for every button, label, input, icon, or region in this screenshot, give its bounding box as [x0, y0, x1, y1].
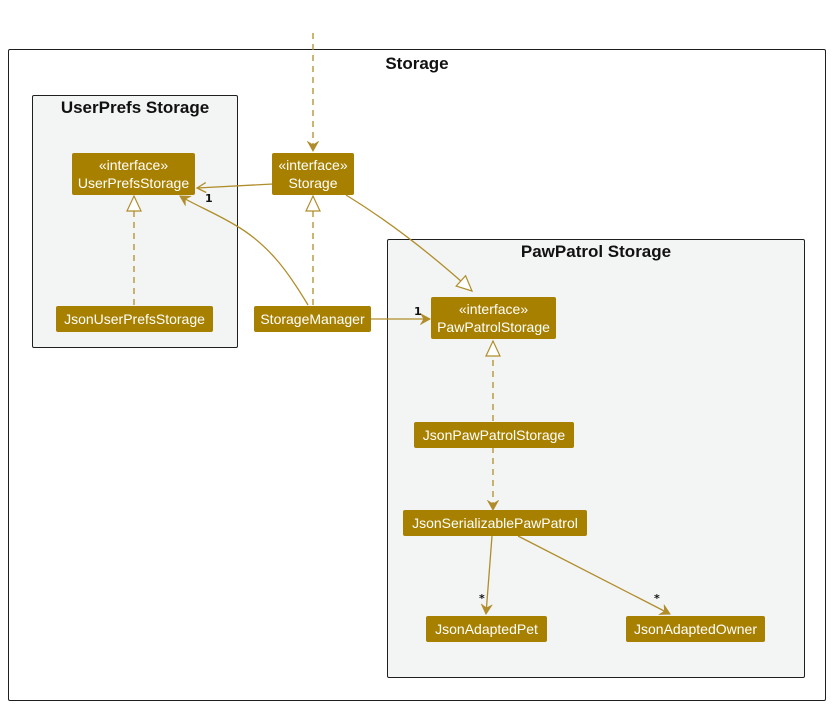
class-storage-manager[interactable]: StorageManager [254, 306, 371, 332]
stereotype-label: «interface» [278, 157, 348, 173]
stereotype-label: «interface» [458, 301, 529, 317]
class-name: Storage [288, 175, 338, 191]
class-json-adapted-owner[interactable]: JsonAdaptedOwner [626, 616, 765, 642]
class-name: UserPrefsStorage [77, 175, 190, 191]
class-json-serializable-pawpatrol[interactable]: JsonSerializablePawPatrol [403, 510, 587, 536]
class-name: StorageManager [260, 311, 365, 327]
class-name: JsonUserPrefsStorage [64, 311, 205, 327]
class-name: JsonPawPatrolStorage [422, 427, 566, 443]
edge-serializable-to-owner [517, 535, 670, 614]
class-userprefs-storage-interface[interactable]: «interface» UserPrefsStorage [72, 153, 195, 195]
multiplicity-storage-userprefs: 1 [205, 192, 213, 205]
multiplicity-pet: * [479, 592, 485, 605]
edge-manager-to-userprefs [180, 195, 309, 306]
class-storage-interface[interactable]: «interface» Storage [272, 153, 354, 195]
multiplicity-owner: * [654, 592, 660, 605]
package-storage-title: Storage [385, 54, 449, 73]
package-userprefs-title: UserPrefs Storage [60, 98, 210, 117]
class-name: JsonAdaptedOwner [634, 621, 757, 637]
class-name: JsonAdaptedPet [435, 621, 538, 637]
class-json-pawpatrol-storage[interactable]: JsonPawPatrolStorage [414, 422, 574, 448]
class-json-userprefs-storage[interactable]: JsonUserPrefsStorage [56, 306, 213, 332]
multiplicity-manager-pawpatrol: 1 [414, 305, 422, 318]
class-name: JsonSerializablePawPatrol [412, 515, 578, 531]
class-name: PawPatrolStorage [437, 319, 550, 335]
edge-storage-to-userprefs [195, 181, 274, 194]
class-json-adapted-pet[interactable]: JsonAdaptedPet [426, 616, 547, 642]
package-pawpatrol-title: PawPatrol Storage [520, 242, 672, 261]
class-pawpatrol-storage-interface[interactable]: «interface» PawPatrolStorage [431, 297, 556, 339]
edge-serializable-to-pet [486, 535, 492, 614]
edge-storage-extends-pawpatrol [345, 194, 474, 292]
package-userprefs-storage: UserPrefs Storage [32, 95, 238, 348]
stereotype-label: «interface» [98, 157, 169, 173]
